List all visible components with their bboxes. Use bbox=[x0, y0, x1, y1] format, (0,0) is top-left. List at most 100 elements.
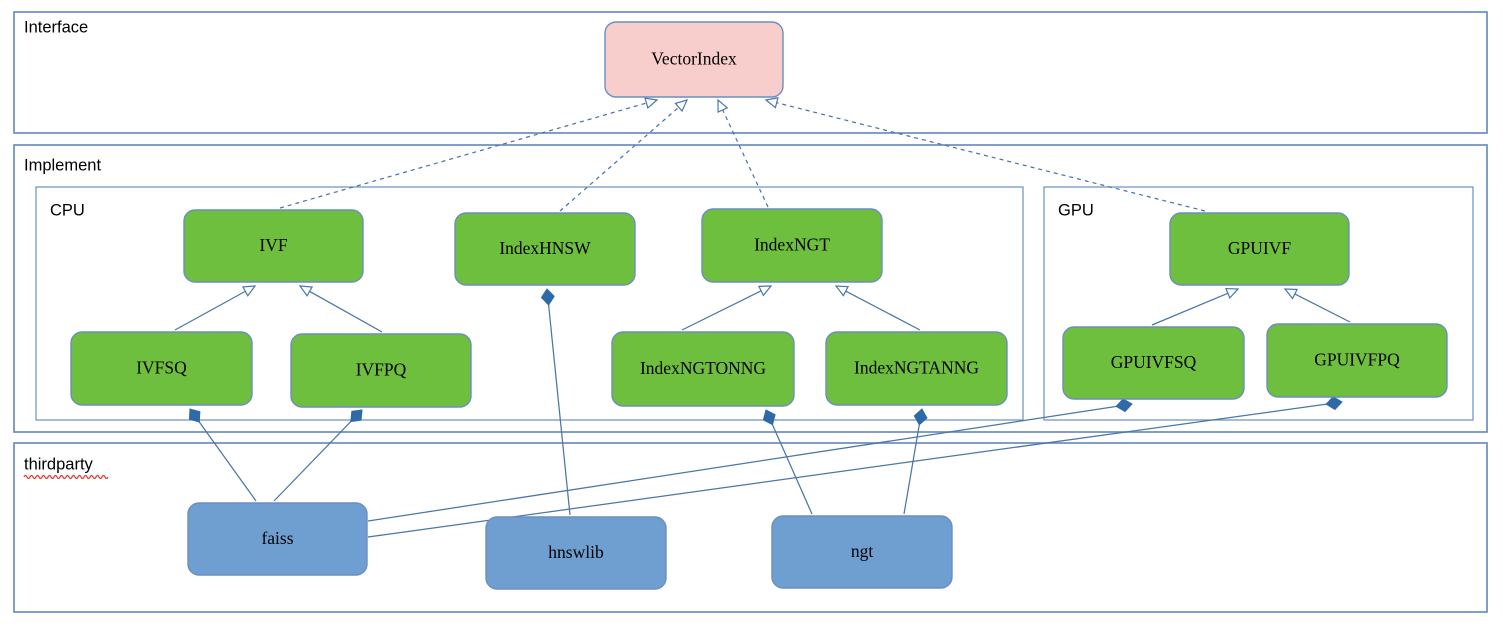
node-label-vectorindex: VectorIndex bbox=[651, 49, 737, 69]
edge-ngtanng-indexngt bbox=[834, 285, 921, 331]
node-gpuivf[interactable]: GPUIVF bbox=[1169, 212, 1350, 286]
node-label-faiss: faiss bbox=[261, 528, 293, 548]
edge-faiss-ivfpq bbox=[273, 409, 363, 502]
edge-marker-gpuivfpq-gpuivf bbox=[1283, 288, 1299, 300]
edge-line-gpuivf-vectorindex bbox=[775, 101, 1206, 212]
edge-marker-ngtonng-indexngt bbox=[757, 285, 773, 297]
node-indexngtonng[interactable]: IndexNGTONNG bbox=[611, 331, 795, 407]
edge-marker-indexngt-vectorindex bbox=[717, 98, 729, 114]
edge-faiss-ivfsq bbox=[188, 408, 257, 502]
edge-line-indexngt-vectorindex bbox=[721, 108, 769, 208]
edge-line-faiss-ivfpq bbox=[273, 420, 353, 502]
node-box-indexngt[interactable] bbox=[701, 208, 883, 283]
node-box-indexngtonng[interactable] bbox=[611, 331, 795, 407]
edge-line-faiss-ivfsq bbox=[198, 420, 257, 502]
edge-line-faiss-gpuivfsq bbox=[367, 405, 1118, 522]
edge-gpuivf-vectorindex bbox=[764, 97, 1206, 212]
edge-ngt-indexngtanng bbox=[903, 408, 928, 515]
node-label-ivfsq: IVFSQ bbox=[136, 358, 187, 378]
edge-line-indexhnsw-vectorindex bbox=[559, 106, 680, 212]
edge-ivfpq-ivf bbox=[298, 285, 383, 333]
node-gpuivfsq[interactable]: GPUIVFSQ bbox=[1062, 326, 1245, 400]
container-label-gpu: GPU bbox=[1058, 201, 1094, 219]
edges-layer bbox=[174, 97, 1351, 538]
node-box-ivf[interactable] bbox=[183, 209, 364, 283]
edge-ngtonng-indexngt bbox=[681, 285, 773, 331]
edge-marker-ngt-indexngtanng bbox=[913, 408, 928, 426]
node-gpuivfpq[interactable]: GPUIVFPQ bbox=[1266, 323, 1448, 398]
node-ngt[interactable]: ngt bbox=[771, 515, 953, 589]
node-ivfpq[interactable]: IVFPQ bbox=[290, 333, 472, 408]
edge-marker-indexhnsw-vectorindex bbox=[674, 99, 689, 113]
edge-line-gpuivfsq-gpuivf bbox=[1151, 292, 1229, 326]
node-label-ivfpq: IVFPQ bbox=[356, 360, 407, 380]
node-ivf[interactable]: IVF bbox=[183, 209, 364, 283]
node-indexhnsw[interactable]: IndexHNSW bbox=[454, 212, 636, 286]
edge-line-ngtanng-indexngt bbox=[844, 290, 921, 331]
node-indexngtanng[interactable]: IndexNGTANNG bbox=[825, 331, 1008, 406]
spellcheck-underline-thirdparty bbox=[23, 474, 109, 480]
node-hnswlib[interactable]: hnswlib bbox=[485, 516, 667, 590]
container-label-interface: Interface bbox=[24, 18, 88, 36]
node-box-ivfpq[interactable] bbox=[290, 333, 472, 408]
edge-indexhnsw-vectorindex bbox=[559, 99, 689, 212]
node-vectorindex[interactable]: VectorIndex bbox=[604, 21, 784, 98]
edge-marker-ngt-indexngtonng bbox=[762, 409, 776, 426]
edge-marker-gpuivfsq-gpuivf bbox=[1224, 287, 1240, 300]
container-label-thirdparty: thirdparty bbox=[24, 455, 94, 473]
node-box-gpuivfsq[interactable] bbox=[1062, 326, 1245, 400]
edge-marker-hnswlib-indexhnsw bbox=[540, 288, 555, 306]
node-box-indexhnsw[interactable] bbox=[454, 212, 636, 286]
edge-marker-faiss-ivfsq bbox=[188, 408, 201, 423]
node-box-ivfsq[interactable] bbox=[70, 331, 253, 406]
node-box-gpuivf[interactable] bbox=[1169, 212, 1350, 286]
edge-marker-ivfsq-ivf bbox=[241, 285, 257, 297]
node-label-gpuivf: GPUIVF bbox=[1228, 238, 1291, 258]
edge-ngt-indexngtonng bbox=[762, 409, 813, 515]
edge-line-ngt-indexngtonng bbox=[771, 423, 813, 515]
edge-marker-ivf-vectorindex bbox=[644, 97, 659, 109]
edge-marker-faiss-gpuivfsq bbox=[1115, 398, 1133, 413]
node-label-ngt: ngt bbox=[851, 541, 874, 561]
edge-line-faiss-gpuivfpq bbox=[367, 403, 1328, 538]
container-label-cpu: CPU bbox=[50, 201, 85, 219]
edge-indexngt-vectorindex bbox=[717, 98, 769, 208]
node-faiss[interactable]: faiss bbox=[187, 502, 368, 576]
node-ivfsq[interactable]: IVFSQ bbox=[70, 331, 253, 406]
node-label-gpuivfpq: GPUIVFPQ bbox=[1314, 350, 1400, 370]
edge-line-gpuivfpq-gpuivf bbox=[1293, 293, 1351, 323]
node-label-indexngtonng: IndexNGTONNG bbox=[640, 358, 766, 378]
node-label-indexngtanng: IndexNGTANNG bbox=[854, 358, 979, 378]
edge-line-hnswlib-indexhnsw bbox=[547, 303, 571, 516]
edge-ivfsq-ivf bbox=[174, 285, 257, 331]
node-label-ivf: IVF bbox=[259, 235, 287, 255]
node-box-ngt[interactable] bbox=[771, 515, 953, 589]
node-label-hnswlib: hnswlib bbox=[548, 542, 604, 562]
node-box-vectorindex[interactable] bbox=[604, 21, 784, 98]
edge-gpuivfsq-gpuivf bbox=[1151, 287, 1240, 326]
node-box-faiss[interactable] bbox=[187, 502, 368, 576]
edge-marker-gpuivf-vectorindex bbox=[764, 97, 779, 109]
node-label-indexhnsw: IndexHNSW bbox=[499, 238, 591, 258]
node-box-hnswlib[interactable] bbox=[485, 516, 667, 590]
edge-line-ngt-indexngtanng bbox=[903, 423, 921, 515]
edge-ivf-vectorindex bbox=[279, 97, 659, 209]
node-label-gpuivfsq: GPUIVFSQ bbox=[1111, 352, 1197, 372]
edge-line-ngtonng-indexngt bbox=[681, 289, 763, 331]
container-label-implement: Implement bbox=[24, 156, 101, 174]
node-label-indexngt: IndexNGT bbox=[754, 235, 830, 255]
edge-faiss-gpuivfpq bbox=[367, 396, 1343, 538]
node-box-indexngtanng[interactable] bbox=[825, 331, 1008, 406]
edge-line-ivfsq-ivf bbox=[174, 290, 247, 331]
edge-line-ivfpq-ivf bbox=[308, 290, 383, 333]
edge-faiss-gpuivfsq bbox=[367, 398, 1133, 522]
edge-marker-ivfpq-ivf bbox=[298, 285, 314, 297]
edge-marker-ngtanng-indexngt bbox=[834, 285, 850, 297]
node-box-gpuivfpq[interactable] bbox=[1266, 323, 1448, 398]
node-indexngt[interactable]: IndexNGT bbox=[701, 208, 883, 283]
edge-marker-faiss-gpuivfpq bbox=[1325, 396, 1343, 411]
edge-hnswlib-indexhnsw bbox=[540, 288, 571, 516]
